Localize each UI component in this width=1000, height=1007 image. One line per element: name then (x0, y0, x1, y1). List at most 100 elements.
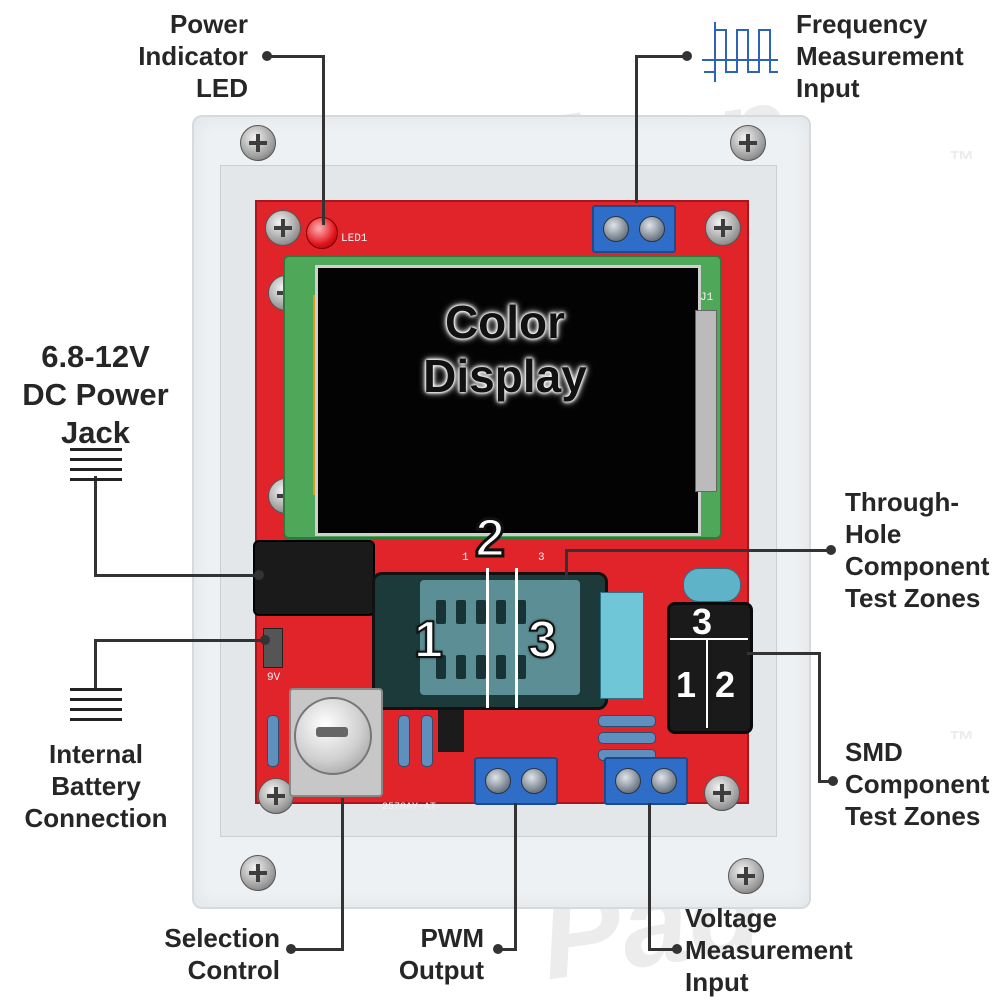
pcb-screw-top-right-icon (705, 210, 741, 246)
color-display-screen (315, 265, 701, 536)
callout-line-pwm-v (514, 803, 517, 950)
callout-dc-jack-line3: Jack (61, 415, 130, 450)
battery-connector[interactable] (263, 628, 283, 668)
frequency-terminal-screw-2-icon (639, 216, 665, 242)
callout-line-dc-jack-v (94, 476, 97, 576)
pwm-terminal-screw-1-icon (485, 768, 511, 794)
display-header-pins (695, 310, 717, 492)
smd-test-zone[interactable] (667, 602, 753, 734)
callout-selection: Selection Control (120, 922, 280, 986)
callout-dot-through-hole (826, 545, 836, 555)
silk-pin1: 1 (462, 552, 469, 564)
callout-dot-power-led (262, 51, 272, 61)
square-wave-icon (702, 22, 778, 82)
ground-symbol-batt-3 (70, 708, 122, 711)
smd-zone-number-1: 1 (676, 664, 697, 705)
callout-smd-zones: SMD Component Test Zones (845, 736, 989, 832)
callout-line-voltage-h (648, 948, 676, 951)
pwm-terminal[interactable] (474, 757, 558, 805)
watermark-tm-top: ™ (948, 145, 974, 175)
callout-through-hole-line4: Test Zones (845, 583, 981, 613)
ic-chip (438, 710, 464, 752)
display-label-line2: Display (423, 350, 587, 402)
callout-power-led-line2: Indicator (138, 41, 248, 71)
test-zone-number-2: 2 (473, 507, 506, 570)
callout-battery-line3: Connection (24, 803, 168, 833)
callout-line-smd-h1 (747, 652, 820, 655)
ground-symbol-dc-2 (70, 458, 122, 461)
callout-line-smd-v (818, 652, 821, 782)
callout-power-led-line3: LED (196, 73, 248, 103)
callout-selection-line1: Selection (164, 923, 280, 953)
callout-dot-pwm (493, 944, 503, 954)
dc-power-jack[interactable] (253, 540, 375, 616)
socket-pin (456, 600, 466, 624)
callout-pwm: PWM Output (370, 922, 484, 986)
case-screw-bottom-left-icon (240, 855, 276, 891)
voltage-terminal-screw-2-icon (651, 768, 677, 794)
ground-symbol-dc-1 (70, 448, 122, 451)
callout-line-dc-jack-h (94, 574, 258, 577)
callout-dc-jack-line1: 6.8-12V (41, 339, 150, 374)
callout-frequency-line3: Input (796, 73, 860, 103)
smd-zone-number-2: 2 (715, 664, 736, 705)
case-screw-bottom-right-icon (728, 858, 764, 894)
blue-capacitor (683, 568, 741, 602)
silk-pin3: 3 (538, 552, 545, 564)
zone-divider-vertical-2 (515, 568, 518, 708)
case-screw-top-right-icon (730, 125, 766, 161)
silk-led-label: LED1 (341, 233, 368, 245)
ground-symbol-dc-4 (70, 478, 122, 481)
callout-pwm-line1: PWM (420, 923, 484, 953)
callout-pwm-line2: Output (398, 955, 484, 985)
silk-model-label: 2578AY-AT (382, 802, 437, 813)
ground-symbol-dc-3 (70, 468, 122, 471)
callout-voltage: Voltage Measurement Input (685, 902, 853, 998)
socket-pin (436, 655, 446, 679)
callout-frequency-input: Frequency Measurement Input (796, 8, 964, 104)
zone-divider-vertical-1 (486, 568, 489, 708)
resistor (421, 715, 433, 767)
socket-pin (476, 600, 486, 624)
callout-line-through-hole-v (565, 549, 568, 579)
smd-zone-number-3: 3 (692, 601, 713, 642)
frequency-terminal[interactable] (592, 205, 676, 253)
case-screw-top-left-icon (240, 125, 276, 161)
socket-pin (436, 600, 446, 624)
callout-line-through-hole-h (565, 549, 830, 552)
callout-smd-line3: Test Zones (845, 801, 981, 831)
callout-through-hole-line1: Through- (845, 487, 960, 517)
callout-dot-dc-jack (254, 570, 264, 580)
callout-line-selection-v (341, 798, 344, 950)
smd-divider-horizontal (670, 638, 748, 640)
test-zone-number-1: 1 (413, 610, 444, 670)
pcb-screw-bottom-right-icon (704, 775, 740, 811)
callout-dot-voltage (672, 944, 682, 954)
socket-lever[interactable] (600, 592, 644, 699)
resistor (598, 732, 656, 744)
callout-battery-line2: Battery (51, 771, 141, 801)
voltage-terminal[interactable] (604, 757, 688, 805)
callout-smd-line1: SMD (845, 737, 903, 767)
callout-line-power-led-v (322, 55, 325, 225)
pcb-screw-top-left-icon (265, 210, 301, 246)
callout-line-frequency-v (635, 55, 638, 203)
callout-dc-jack: 6.8-12V DC Power Jack (8, 338, 183, 452)
callout-line-battery-v (94, 639, 97, 689)
callout-dc-jack-line2: DC Power (22, 377, 169, 412)
ground-symbol-batt-4 (70, 718, 122, 721)
socket-pin (516, 600, 526, 624)
callout-battery: Internal Battery Connection (10, 738, 182, 834)
socket-pin (516, 655, 526, 679)
callout-voltage-line1: Voltage (685, 903, 777, 933)
voltage-terminal-screw-1-icon (615, 768, 641, 794)
knob-slot-icon (316, 727, 348, 737)
resistor (598, 715, 656, 727)
silk-header-label: J1 (700, 292, 714, 304)
ground-symbol-batt-2 (70, 698, 122, 701)
callout-line-pwm-h (497, 948, 517, 951)
callout-line-battery-h (94, 639, 264, 642)
socket-pin (496, 600, 506, 624)
pcb-screw-bottom-left-icon (258, 778, 294, 814)
display-label-line1: Color (444, 296, 566, 348)
